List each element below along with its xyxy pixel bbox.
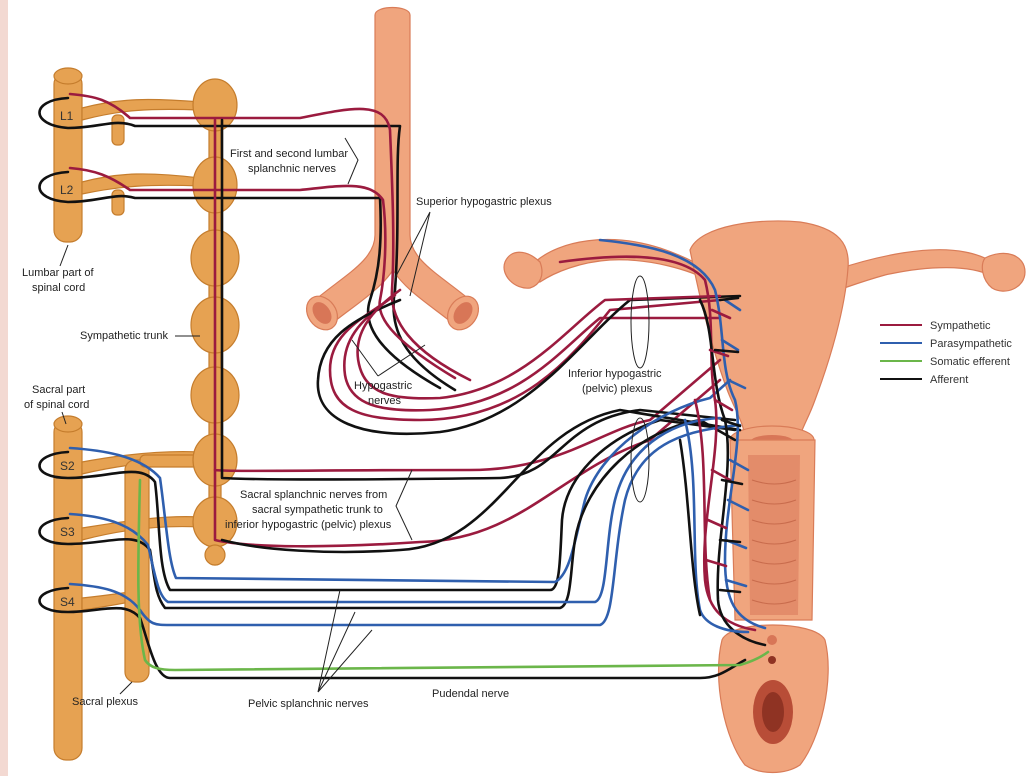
sympathetic-trunk-label: Sympathetic trunk	[80, 330, 169, 342]
lumbar-splanchnic-bracket	[345, 138, 358, 184]
inferior-hypogastric-label-line1: Inferior hypogastric	[568, 368, 662, 380]
hypogastric-nerves-label-line1: Hypogastric	[354, 380, 413, 392]
segment-label-s3: S3	[60, 525, 75, 539]
legend-label-sympathetic: Sympathetic	[930, 320, 991, 332]
lumbar-cord-label-line1: Lumbar part of	[22, 267, 94, 279]
sacral-cord-label-line2: of spinal cord	[24, 399, 89, 411]
lumbar-cord-pointer	[60, 245, 68, 266]
sacral-splanchnic-bracket	[396, 470, 412, 540]
lumbar-cord-label-line2: spinal cord	[32, 282, 85, 294]
segment-label-s2: S2	[60, 459, 75, 473]
segment-label-l1: L1	[60, 109, 74, 123]
inferior-hypogastric-plexus-upper-marker	[631, 276, 649, 368]
legend-label-somatic-efferent: Somatic efferent	[930, 356, 1010, 368]
sacral-plexus-pointer	[120, 682, 132, 694]
sacral-splanchnic-label-line1: Sacral splanchnic nerves from	[240, 489, 387, 501]
legend-label-afferent: Afferent	[930, 374, 968, 386]
superior-hypogastric-label: Superior hypogastric plexus	[416, 196, 552, 208]
pelvic-splanchnic-label: Pelvic splanchnic nerves	[248, 698, 369, 710]
sacral-cord-label-line1: Sacral part	[32, 384, 85, 396]
segment-label-s4: S4	[60, 595, 75, 609]
segment-label-l2: L2	[60, 183, 74, 197]
vulva-organ	[719, 625, 829, 773]
hypogastric-nerves-label-line2: nerves	[368, 395, 402, 407]
left-edge-strip	[0, 0, 8, 776]
sacral-splanchnic-label-line3: inferior hypogastric (pelvic) plexus	[225, 519, 392, 531]
lumbar-splanchnic-label-line2: splanchnic nerves	[248, 163, 337, 175]
sacral-splanchnic-pathways	[215, 120, 740, 552]
lumbar-splanchnic-label-line1: First and second lumbar	[230, 148, 348, 160]
inferior-hypogastric-label-line2: (pelvic) plexus	[582, 383, 653, 395]
legend-label-parasympathetic: Parasympathetic	[930, 338, 1012, 350]
pudendal-nerve-label: Pudendal nerve	[432, 688, 509, 700]
legend: Sympathetic Parasympathetic Somatic effe…	[880, 320, 1012, 386]
sacral-plexus-label: Sacral plexus	[72, 696, 139, 708]
sacral-splanchnic-label-line2: sacral sympathetic trunk to	[252, 504, 383, 516]
